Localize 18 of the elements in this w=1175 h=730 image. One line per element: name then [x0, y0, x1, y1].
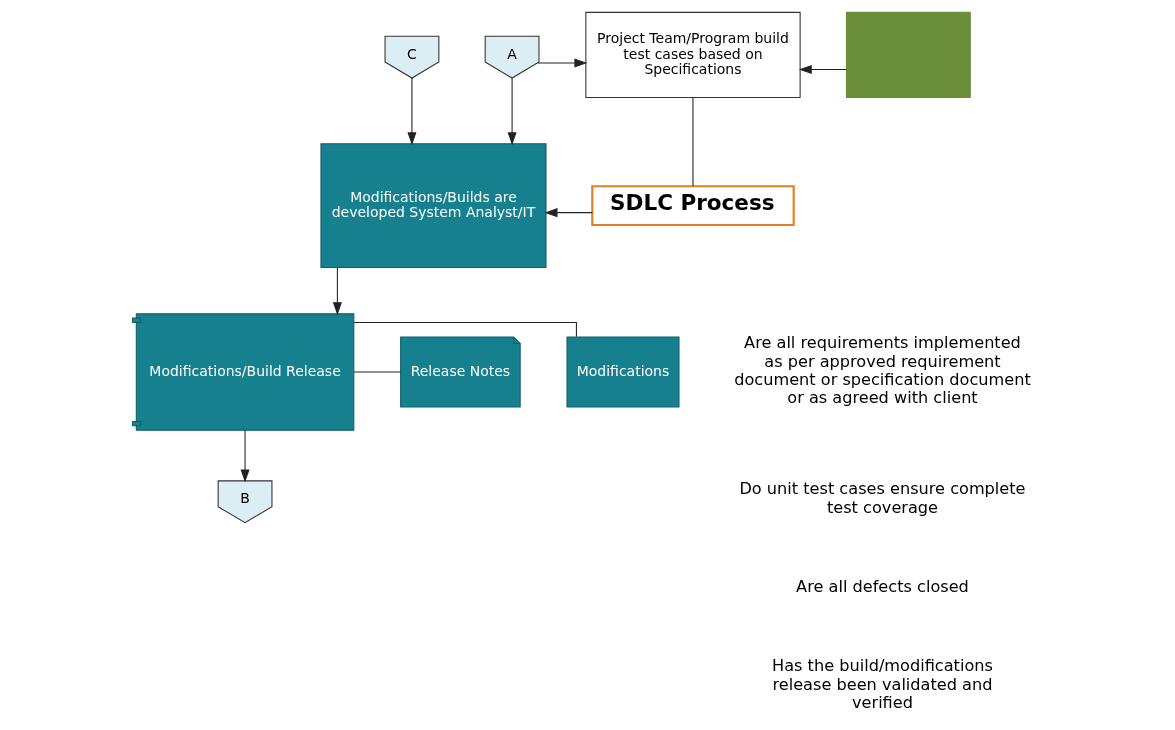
node-box: SDLC Process [590, 185, 795, 227]
label: Has the build/modifications release been validated and verified [771, 656, 993, 712]
label: Are all defects closed [795, 577, 969, 597]
arrow [507, 77, 517, 146]
label: Are all requirements implemented as per approved requirement document or specification document or as agreed with client [733, 333, 1031, 408]
label: Do unit test cases ensure complete test coverage [738, 479, 1026, 517]
connector [691, 97, 693, 187]
arrow [798, 64, 847, 74]
arrow [536, 58, 587, 68]
node-box [845, 11, 971, 98]
arrow [406, 77, 416, 146]
arrow [332, 267, 342, 316]
connector [352, 371, 401, 373]
arrow [240, 429, 250, 483]
arrow [544, 208, 593, 218]
node-box: Modifications/Builds are developed System Analyst/IT [319, 143, 547, 269]
node-box: Modifications [565, 336, 679, 408]
node-box: Project Team/Program build test cases based on Specifications [584, 11, 801, 98]
